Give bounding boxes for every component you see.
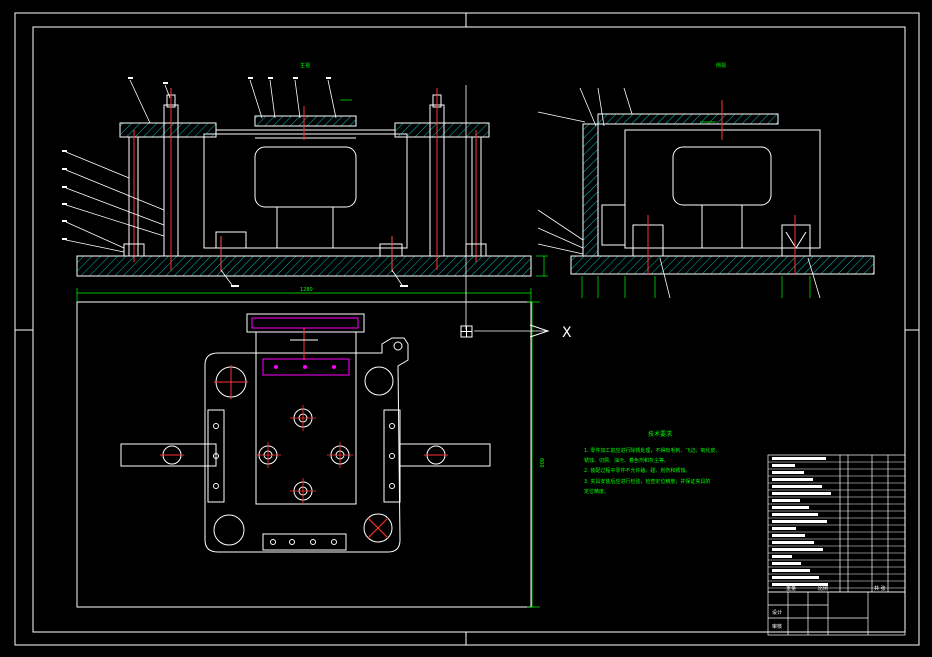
top-pink-slot <box>262 358 350 376</box>
tech-requirements: 技术要求 1. 零件加工前应进行除锈处理，不得有毛刺、飞边、氧化皮、 锈蚀、切屑… <box>584 430 720 495</box>
side-locator-right <box>781 224 811 257</box>
title-label-sheet: 共 张 <box>874 585 886 592</box>
axis-x-label: X <box>562 325 572 341</box>
front-right-clamp-plate <box>394 122 490 138</box>
top-left-rail <box>207 409 225 503</box>
parts-row-text-mark <box>772 513 818 516</box>
side-view-label: 侧视 <box>716 62 726 69</box>
drawing-frame <box>14 12 920 646</box>
top-rear-clamp <box>262 533 347 551</box>
title-label-weight: 重量 <box>786 585 796 592</box>
tech-note-1: 1. 零件加工前应进行除锈处理，不得有毛刺、飞边、氧化皮、 <box>584 447 720 454</box>
parts-row-text-mark <box>772 520 827 523</box>
parts-row-text-mark <box>772 506 809 509</box>
top-front-clamp <box>246 313 365 333</box>
title-label-drawn: 设计 <box>772 609 782 616</box>
x-axis-arrow <box>529 324 550 338</box>
title-label-scale: 比例 <box>818 585 828 592</box>
side-leaders <box>537 87 821 299</box>
front-center-top-plate <box>254 115 357 127</box>
front-leader-tags <box>62 77 408 287</box>
tech-note-5: 定位精度。 <box>584 488 609 495</box>
side-neck <box>701 204 743 249</box>
ucs-icon <box>460 325 473 338</box>
tech-title: 技术要求 <box>648 430 672 438</box>
side-view: 侧视 <box>537 62 875 299</box>
parts-row-text-mark <box>772 478 813 481</box>
front-dimensions <box>340 99 548 277</box>
parts-row-text-mark <box>772 471 804 474</box>
side-top-plate <box>597 113 779 125</box>
parts-list-rows <box>768 457 905 589</box>
parts-row-text-mark <box>772 541 814 544</box>
dim-total-width: 1280 <box>300 287 313 293</box>
parts-row-text-mark <box>772 527 796 530</box>
parts-row-text-mark <box>772 583 828 586</box>
side-cylinder-window <box>672 146 772 206</box>
title-block-table <box>767 591 906 636</box>
front-locator-right <box>379 243 403 257</box>
front-base-plate <box>76 255 532 277</box>
side-vertical-plate <box>582 123 599 257</box>
top-left-clamp-arm <box>120 443 217 467</box>
outer-border <box>14 12 920 646</box>
side-base-plate <box>570 255 875 275</box>
front-leaders <box>65 79 403 286</box>
front-cylinder-window <box>254 146 357 208</box>
parts-row-text-mark <box>772 569 810 572</box>
top-rail-holes <box>213 423 395 489</box>
title-block <box>767 454 906 636</box>
side-bracket <box>601 204 626 246</box>
parts-row-text-mark <box>772 562 801 565</box>
top-hole-top-right <box>364 366 394 396</box>
top-base-plate <box>76 301 532 608</box>
top-rear-clamp-holes <box>270 539 337 545</box>
top-center-holes <box>258 408 350 501</box>
tech-note-2: 锈蚀、切屑、油污、着色剂和灰尘等。 <box>584 457 669 464</box>
top-right-clamp-arm <box>399 443 491 467</box>
top-hole-bottom-left <box>213 514 245 546</box>
parts-row-text-mark <box>772 576 819 579</box>
front-neck <box>276 206 334 249</box>
title-label-check: 审核 <box>772 623 782 630</box>
top-fixture-outline <box>204 337 409 553</box>
top-pink-holes <box>274 365 336 369</box>
top-hole-bottom-right <box>363 513 393 543</box>
parts-row-text-mark <box>772 492 831 495</box>
side-dimensions <box>581 121 811 298</box>
front-main-body <box>203 133 408 249</box>
top-hole-br-x2 <box>367 517 389 539</box>
tech-note-4: 3. 夹具安装后应进行检验，检查定位精度，并保证夹具的 <box>584 478 710 485</box>
parts-row-text-mark <box>772 457 826 460</box>
top-dimensions <box>76 288 540 608</box>
parts-row-text-mark <box>772 548 823 551</box>
parts-row-text-mark <box>772 499 800 502</box>
parts-row-text-mark <box>772 464 795 467</box>
parts-row-text-mark <box>772 485 822 488</box>
side-v-block <box>785 231 807 249</box>
front-locator-left <box>215 231 247 249</box>
dim-plate-height: 800 <box>538 458 544 468</box>
side-main-body <box>624 129 821 249</box>
parts-row-text-mark <box>772 534 805 537</box>
top-tab-hole <box>393 341 403 351</box>
front-left-foot <box>123 243 145 257</box>
front-view-label: 主视 <box>300 62 310 69</box>
top-clamp-highlight <box>251 317 359 329</box>
top-view: 1280 800 <box>76 85 572 608</box>
tech-note-3: 2. 装配过程中零件不允许磕、碰、划伤和锈蚀。 <box>584 467 690 474</box>
parts-row-text-mark <box>772 555 792 558</box>
front-view: 主视 <box>62 62 548 287</box>
top-center-hole-axes <box>255 405 353 504</box>
